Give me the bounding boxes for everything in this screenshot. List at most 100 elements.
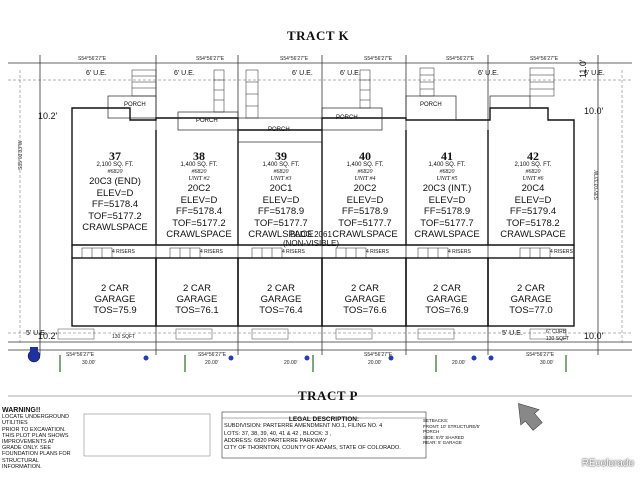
garage-41: 2 CAR GARAGE TOS=76.9 xyxy=(412,283,482,316)
bearing-bottom-2: S54°56'27"E xyxy=(198,352,227,358)
legal-line: LOTS: 37, 38, 39, 40, 41 & 42 , BLOCK: 3… xyxy=(224,430,332,437)
garage-size: 2 CAR xyxy=(517,283,545,294)
warning-line: IMPROVEMENTS AT GRADE ONLY. SEE xyxy=(2,439,55,452)
bearing-top-4: S54°56'27"E xyxy=(364,56,393,62)
legal-title: LEGAL DESCRIPTION: xyxy=(288,416,360,423)
setback-left-bottom: 10.2' xyxy=(38,331,58,341)
bearing-top-6: S54°56'27"E xyxy=(530,56,559,62)
risers-label-6: 4 RISERS xyxy=(550,249,573,255)
setbacks-line: SIDE: 5'/0' SHARED xyxy=(423,434,464,440)
tract-k-label: TRACT K xyxy=(287,28,350,43)
ue-label-1: 6' U.E. xyxy=(86,70,107,77)
legal-line: ADDRESS: 6820 PARTERRE PARKWAY xyxy=(224,437,327,444)
garage-tos: TOS=75.9 xyxy=(93,305,137,316)
setbacks-line: REAR: 5' GARAGE xyxy=(423,440,462,445)
garage-size: 2 CAR xyxy=(183,283,211,294)
side-bearing-right: S35°03'33"W xyxy=(594,170,600,200)
garage-39: 2 CAR GARAGE TOS=76.4 xyxy=(246,283,316,316)
watermark: REcolorado xyxy=(581,458,634,469)
garage-tos: TOS=76.1 xyxy=(175,305,219,316)
dim-20-d: 20.00' xyxy=(452,360,466,366)
garage-label: GARAGE xyxy=(426,294,468,305)
lot-address: #6820 xyxy=(273,169,289,175)
bearing-top-5: S54°56'27"E xyxy=(446,56,475,62)
lot-sqft: 1,400 SQ. FT. xyxy=(180,162,218,168)
lot-model: 20C3 (INT.) xyxy=(422,183,472,194)
porch-label-5: PORCH xyxy=(420,102,442,108)
lot-elev: ELEV=D xyxy=(514,194,552,206)
lot-elev: ELEV=D xyxy=(346,194,384,206)
porch-label-3: PORCH xyxy=(268,127,290,133)
lot-unit: UNIT #6 xyxy=(522,176,544,182)
lot-address: #6820 xyxy=(357,169,373,175)
lot-ff: FF=5178.4 xyxy=(91,199,139,210)
setback-right-bottom: 10.0' xyxy=(584,331,604,341)
tract-p-label: TRACT P xyxy=(298,388,358,403)
lot-model: 20C1 xyxy=(269,183,293,194)
garage-tos: TOS=76.4 xyxy=(259,305,303,316)
risers-label-3: 4 RISERS xyxy=(282,249,305,255)
lot-address: #6820 xyxy=(439,169,455,175)
setback-left-top: 10.2' xyxy=(38,111,58,121)
lot-address: #6820 xyxy=(191,169,207,175)
porch-label-1: PORCH xyxy=(124,102,146,108)
side-bearing-left: S35°03'33"W xyxy=(18,140,24,170)
setback-right-top: 10.0' xyxy=(584,106,604,116)
lot-37-info: 37 2,100 SQ. FT. #6820 20C3 (END) ELEV=D… xyxy=(80,150,150,234)
ue5-label-1: 5' U.E. xyxy=(26,330,47,337)
lot-foundation: CRAWLSPACE xyxy=(166,229,232,240)
garage-label: GARAGE xyxy=(344,294,386,305)
lot-unit: UNIT #5 xyxy=(436,176,458,182)
garage-size: 2 CAR xyxy=(351,283,379,294)
lot-foundation: CRAWLSPACE xyxy=(500,229,566,240)
lot-sqft: 1,400 SQ. FT. xyxy=(428,162,466,168)
lot-number: 38 xyxy=(193,149,205,163)
lot-sqft: 1,400 SQ. FT. xyxy=(262,162,300,168)
legal-line: CITY OF THORNTON, COUNTY OF ADAMS, STATE… xyxy=(224,445,401,452)
lot-41-info: 41 1,400 SQ. FT. #6820 UNIT #5 20C3 (INT… xyxy=(412,150,482,241)
dim-30-right: 30.00' xyxy=(540,360,554,366)
lot-ff: FF=5178.9 xyxy=(341,206,389,217)
setbacks-line: FRONT: 10' STRUCTURE/5' PORCH xyxy=(423,423,480,435)
dim-20-a: 20.00' xyxy=(205,360,219,366)
setbacks-title: SETBACKS: xyxy=(423,418,449,423)
soft-label-2: 130 SQFT xyxy=(546,336,570,342)
garage-size: 2 CAR xyxy=(267,283,295,294)
garage-label: GARAGE xyxy=(94,294,136,305)
lot-ff: FF=5179.4 xyxy=(509,206,557,217)
lot-ff: FF=5178.9 xyxy=(423,206,471,217)
ue-label-2: 6' U.E. xyxy=(174,70,195,77)
garage-tos: TOS=76.6 xyxy=(343,305,387,316)
porch-label-4: PORCH xyxy=(336,115,358,121)
curb-label: 6" CURB xyxy=(546,329,567,335)
lot-number: 37 xyxy=(109,149,121,163)
garage-label: GARAGE xyxy=(176,294,218,305)
risers-label-1: 4 RISERS xyxy=(112,249,135,255)
warning-line: PRIOR TO EXCAVATION. xyxy=(2,426,66,433)
building-label: BLDG 2061 (NON-VISIBLE) xyxy=(280,230,342,248)
dim-20-c: 20.00' xyxy=(368,360,382,366)
lot-ff: FF=5178.9 xyxy=(257,206,305,217)
lot-number: 41 xyxy=(441,149,453,163)
garage-40: 2 CAR GARAGE TOS=76.6 xyxy=(330,283,400,316)
building-note: (NON-VISIBLE) xyxy=(282,239,339,248)
north-arrow-icon xyxy=(518,403,543,431)
lot-elev: ELEV=D xyxy=(180,194,218,206)
lot-foundation: CRAWLSPACE xyxy=(414,229,480,240)
lot-number: 39 xyxy=(275,149,287,163)
lot-tof: TOF=5177.7 xyxy=(254,217,308,229)
lot-unit: UNIT #3 xyxy=(270,176,292,182)
legal-line: SUBDIVISION: PARTERRE AMENDMENT NO.1, FI… xyxy=(224,423,383,430)
legal-description: LEGAL DESCRIPTION: SUBDIVISION: PARTERRE… xyxy=(224,416,424,452)
lot-address: #6820 xyxy=(107,169,123,175)
warning-line: FOUNDATION PLANS FOR STRUCTURAL xyxy=(2,451,71,464)
building-number: BLDG 2061 xyxy=(290,230,332,239)
ue-label-6: 6' U.E. xyxy=(584,70,605,77)
risers-label-5: 4 RISERS xyxy=(448,249,471,255)
lot-address: #6820 xyxy=(525,169,541,175)
bearing-top-3: S54°56'27"E xyxy=(280,56,309,62)
lot-foundation: CRAWLSPACE xyxy=(332,229,398,240)
ue-label-5: 6' U.E. xyxy=(478,70,499,77)
lot-tof: TOF=5177.7 xyxy=(338,217,392,229)
